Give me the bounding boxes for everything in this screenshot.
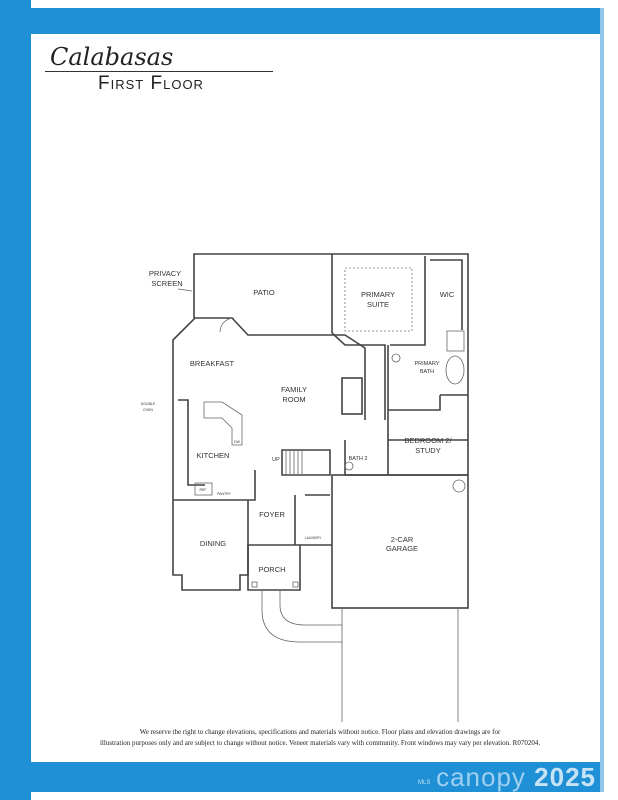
sink [391, 353, 401, 363]
shower [446, 330, 465, 352]
label-bedroom2-1: BEDROOM 2/ [404, 436, 452, 445]
bottom-blue-border [31, 762, 601, 792]
label-breakfast: BREAKFAST [190, 359, 235, 368]
primary-suite-walls [332, 253, 469, 475]
wic-walls [424, 256, 463, 330]
tray-ceiling [344, 267, 413, 332]
watermark-year: 2025 [534, 762, 596, 792]
kitchen-island [203, 401, 243, 446]
label-screen: SCREEN [151, 279, 182, 288]
label-ref: REF [200, 488, 207, 492]
suite-lower-walls [331, 330, 426, 420]
label-double-oven-2: OVEN [143, 408, 153, 412]
water-heater [452, 479, 466, 493]
right-blue-border [600, 8, 604, 792]
label-garage-2: GARAGE [386, 544, 418, 553]
ref-box [194, 482, 213, 496]
disclaimer-line-1: We reserve the right to change elevation… [139, 728, 501, 736]
label-privacy: PRIVACY [149, 269, 181, 278]
label-dining: DINING [200, 539, 226, 548]
label-primary-bath-2: BATH [420, 369, 434, 375]
label-patio: PATIO [253, 288, 275, 297]
label-laundry: LAUNDRY [305, 536, 322, 540]
disclaimer-line-2: illustration purposes only and are subje… [99, 739, 541, 747]
label-pantry: PANTRY [217, 492, 232, 496]
breakfast-bay [172, 317, 366, 500]
watermark-brand: canopy [436, 762, 526, 792]
left-blue-border [0, 0, 31, 800]
kitchen-counter [178, 399, 205, 486]
label-family-2: ROOM [282, 395, 305, 404]
patio-walls [193, 253, 333, 333]
foyer-walls [247, 495, 301, 591]
page-title: First Floor [98, 73, 204, 94]
label-garage-1: 2-CAR [391, 535, 414, 544]
label-wic: WIC [440, 290, 455, 299]
garage-walls [331, 474, 469, 609]
label-up: UP [272, 457, 280, 463]
kitchen-lower-wall [173, 470, 256, 501]
label-primary-suite-2: SUITE [367, 300, 389, 309]
tub [445, 355, 465, 385]
sink-2 [344, 461, 354, 471]
label-bedroom2-2: STUDY [415, 446, 440, 455]
fireplace [341, 377, 363, 415]
bath-walls [344, 345, 468, 476]
arrow-icon [177, 288, 193, 292]
label-family-1: FAMILY [281, 385, 307, 394]
label-bath2: BATH 2 [349, 456, 368, 462]
label-dw: DW [234, 440, 241, 444]
label-porch: PORCH [258, 565, 285, 574]
label-primary-suite-1: PRIMARY [361, 290, 395, 299]
porch-column-2 [292, 581, 299, 588]
script-title: Calabasas [50, 43, 174, 71]
stair-treads [285, 450, 303, 475]
disclaimer: We reserve the right to change elevation… [40, 727, 600, 749]
label-primary-bath-1: PRIMARY [415, 361, 440, 367]
walkway [261, 590, 342, 643]
laundry-walls [300, 494, 332, 546]
dining-walls [172, 500, 249, 591]
label-kitchen: KITCHEN [197, 451, 230, 460]
driveway [341, 608, 459, 722]
stairs [281, 449, 331, 476]
title-rule [45, 71, 273, 72]
porch-column [251, 581, 258, 588]
watermark-logo: canopy 2025 [436, 763, 596, 791]
label-foyer: FOYER [259, 510, 285, 519]
top-blue-border [31, 8, 602, 34]
watermark-mls: MLS [418, 780, 431, 786]
label-double-oven-1: DOUBLE [141, 402, 156, 406]
door-swing [219, 317, 235, 333]
